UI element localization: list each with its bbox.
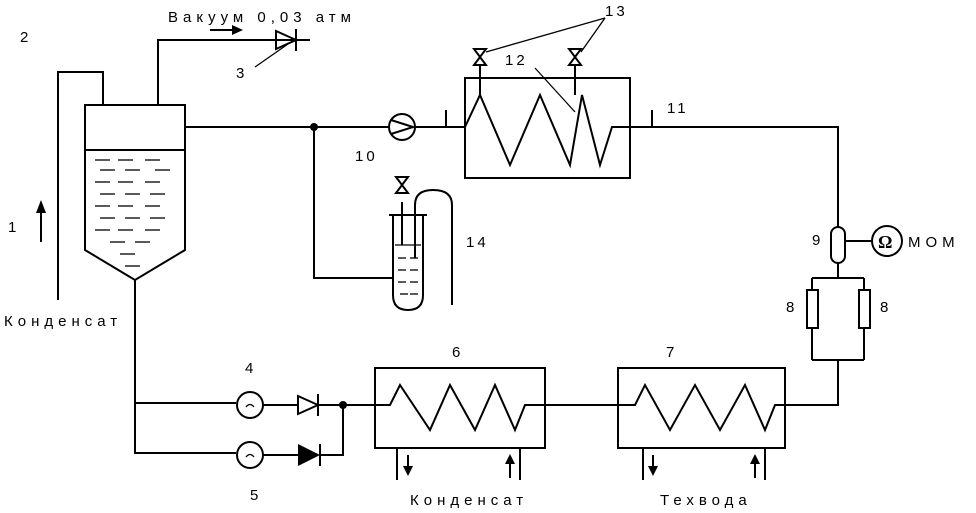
condensate-inlet-pipe [57,71,104,300]
label-3: 3 [236,65,247,82]
coil-7 [618,382,785,433]
vacuum-arrow-head [232,25,243,35]
pointer-13a [485,17,606,53]
coil-6 [375,382,545,433]
valve-14 [394,176,410,194]
liquid-level-dashes [95,159,170,267]
coil-12 [464,92,630,169]
check-valve-4 [297,394,321,416]
resistor-8-left [806,289,819,329]
label-12: 12 [505,52,528,69]
label-2: 2 [20,29,31,46]
pump-4 [236,391,264,419]
label-7: 7 [666,344,677,361]
label-4: 4 [245,360,256,377]
heat-exchanger-12 [464,77,631,179]
label-8-right: 8 [880,299,891,316]
outlet-line-12 [630,126,839,227]
flow-arrow-1-head [36,200,46,213]
vacuum-line [157,39,310,105]
line-to-cooler-7 [785,360,839,406]
label-11: 11 [667,100,689,117]
valve-13-left [472,48,488,66]
cooler-6-inlet [505,448,521,480]
pointer-12 [534,67,576,113]
megohmmeter-icon [871,225,903,257]
pump-5 [236,441,264,469]
check-valve-5 [298,444,320,466]
label-6: 6 [452,344,463,361]
drain-line [134,280,236,454]
junction-node-bottom [339,401,347,409]
label-10: 10 [355,148,378,165]
separator-vessel [84,104,186,282]
label-13: 13 [605,3,628,20]
sample-line [313,127,393,279]
pointer-3 [254,43,289,68]
check-valve-3 [275,29,299,51]
label-9: 9 [812,232,823,249]
thermometer-left [441,110,452,128]
pump-10 [388,113,417,141]
resistor-8-right [858,289,871,329]
pointer-13b [580,17,606,53]
sample-vial-14 [389,188,453,312]
tech-water-label: Техвода [660,492,752,509]
condensate-bottom-label: Конденсат [410,492,528,509]
vacuum-label: Вакуум 0,03 атм [168,9,356,26]
label-1: 1 [8,219,19,236]
thermometer-11 [646,110,658,128]
sensor-9 [830,226,846,264]
cooler-7-outlet [642,448,658,480]
cooler-6 [374,367,546,449]
omega-symbol: Ω [878,232,892,252]
cooler-7-inlet [750,448,766,480]
label-5: 5 [250,487,261,504]
cooler-6-outlet [396,448,413,480]
label-8-left: 8 [786,299,797,316]
label-14: 14 [466,234,489,251]
megohmmeter-label: МОМ [908,234,960,251]
condensate-left-label: Конденсат [4,313,122,330]
valve-13-right [567,48,583,66]
cooler-7 [617,367,786,449]
